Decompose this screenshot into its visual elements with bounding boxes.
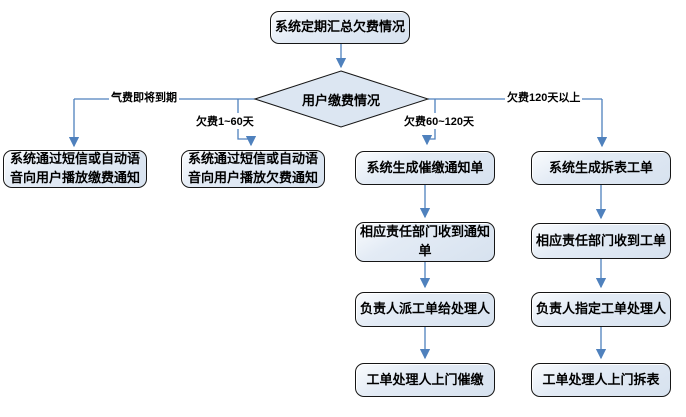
node-start: 系统定期汇总欠费情况 bbox=[270, 11, 410, 44]
node-branch3-step1: 系统生成催缴通知单 bbox=[355, 151, 495, 185]
decision-diamond-shape bbox=[253, 70, 430, 128]
node-branch1-step1: 系统通过短信或自动语音向用户播放缴费通知 bbox=[3, 150, 147, 188]
node-branch3-step4: 工单处理人上门催缴 bbox=[355, 363, 495, 397]
node-branch4-step4: 工单处理人上门拆表 bbox=[531, 363, 671, 397]
node-decision-label: 用户缴费情况 bbox=[301, 92, 380, 108]
node-branch4-step3: 负责人指定工单处理人 bbox=[531, 292, 671, 327]
node-branch3-step3: 负责人派工单给处理人 bbox=[355, 292, 495, 327]
branch2-condition-label: 欠费1~60天 bbox=[194, 113, 256, 129]
branch3-condition-label: 欠费60~120天 bbox=[402, 113, 477, 129]
branch4-condition-label: 欠费120天以上 bbox=[505, 89, 583, 105]
node-branch2-step1: 系统通过短信或自动语音向用户播放欠费通知 bbox=[181, 150, 325, 188]
node-branch4-step2: 相应责任部门收到工单 bbox=[531, 223, 671, 259]
node-branch4-step1: 系统生成拆表工单 bbox=[531, 151, 671, 185]
branch1-condition-label: 气费即将到期 bbox=[109, 89, 179, 105]
node-branch3-step2: 相应责任部门收到通知单 bbox=[355, 222, 495, 262]
